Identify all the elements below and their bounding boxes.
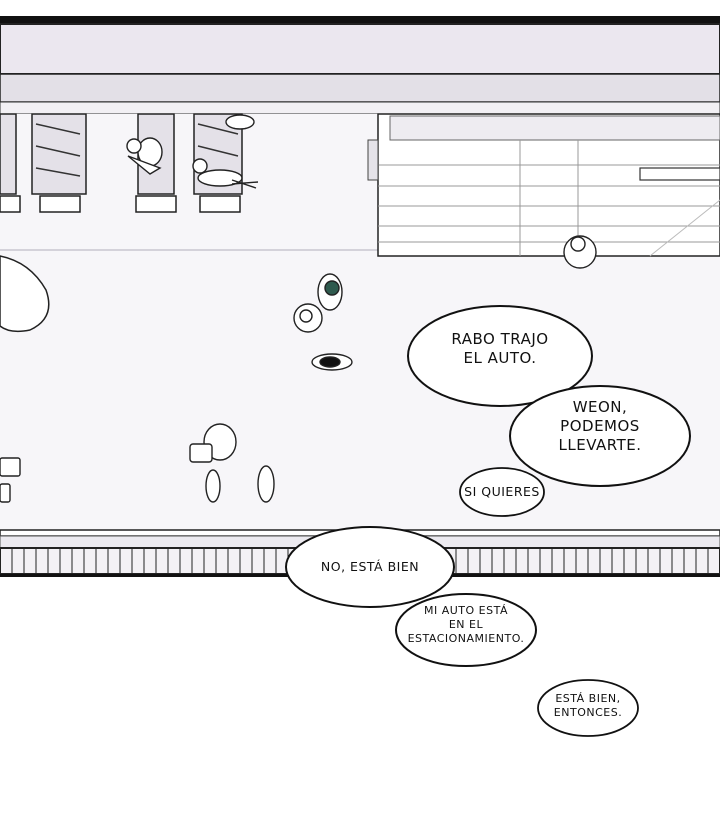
bubble-6-line-2: ENTONCES. xyxy=(553,705,623,719)
bubble-6-line-1: ESTÁ BIEN, xyxy=(555,692,621,705)
counter-building xyxy=(367,113,720,257)
bubble-2-line-1: WEON, xyxy=(572,398,628,416)
speech-bubble-1 xyxy=(407,305,593,407)
bubble-4-text: NO, ESTÁ BIEN xyxy=(300,559,440,575)
speech-bubble-6 xyxy=(537,679,639,737)
seat-rows xyxy=(0,113,243,213)
bubble-2-text: WEON, PODEMOS LLEVARTE. xyxy=(520,398,680,454)
bubble-4-line-1: NO, ESTÁ BIEN xyxy=(320,559,420,574)
bubble-5-line-3: ESTACIONAMIENTO. xyxy=(407,631,525,645)
bubble-2-line-2: PODEMOS xyxy=(560,416,640,435)
seated-figures xyxy=(126,114,259,189)
building-roof xyxy=(0,16,720,115)
speech-bubble-3 xyxy=(459,467,545,517)
bubble-1-line-1: RABO TRAJO xyxy=(451,330,549,348)
bubble-5-line-1: MI AUTO ESTÁ xyxy=(423,604,508,617)
walking-figures xyxy=(293,273,353,371)
bubble-5-text: MI AUTO ESTÁ EN EL ESTACIONAMIENTO. xyxy=(400,604,532,645)
speech-bubble-2 xyxy=(509,385,691,487)
speech-bubble-4 xyxy=(285,526,455,608)
lower-figures xyxy=(0,235,597,503)
bubble-3-line-1: SI QUIERES xyxy=(464,484,540,499)
bubble-5-line-2: EN EL xyxy=(448,617,484,631)
bubble-1-line-2: EL AUTO. xyxy=(463,348,537,367)
bubble-6-text: ESTÁ BIEN, ENTONCES. xyxy=(544,692,632,720)
speech-bubble-5 xyxy=(395,593,537,667)
planter xyxy=(0,255,50,333)
bubble-2-line-3: LLEVARTE. xyxy=(558,435,642,454)
bubble-3-text: SI QUIERES xyxy=(462,484,542,500)
bubble-1-text: RABO TRAJO EL AUTO. xyxy=(420,330,580,368)
